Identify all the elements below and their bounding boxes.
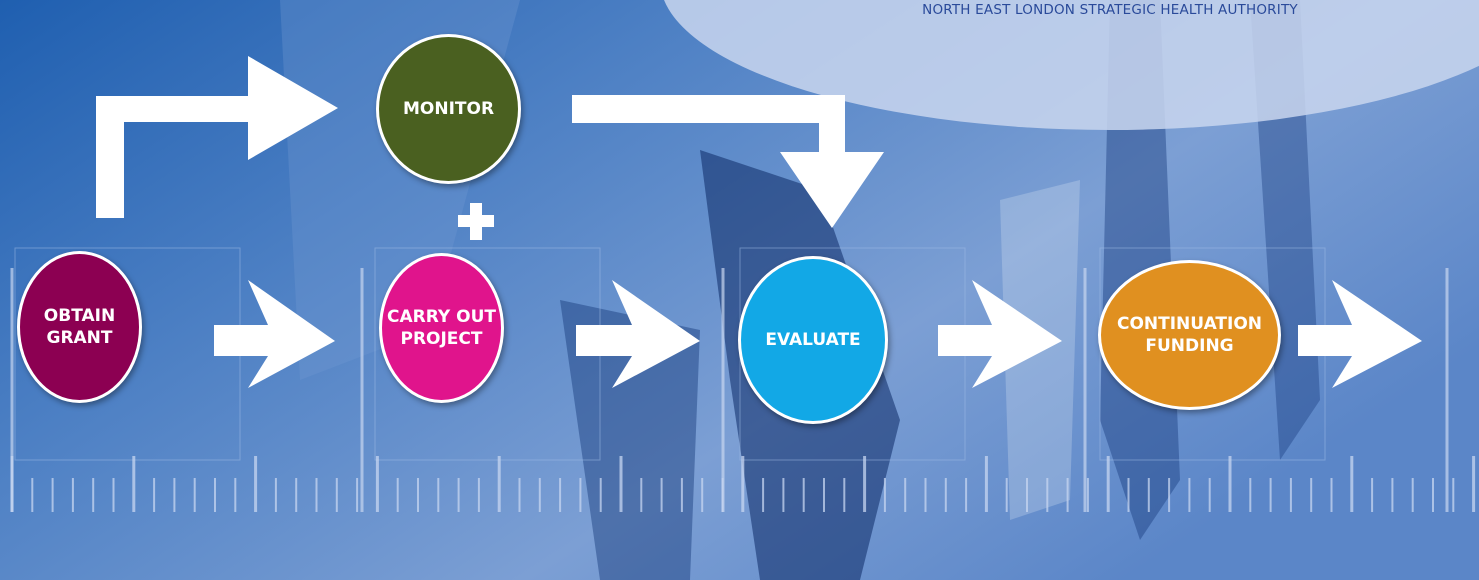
monitor-label: MONITOR (402, 99, 495, 119)
continuation-funding-label: CONTINUATION FUNDING (1116, 314, 1263, 356)
ruler-ticks (10, 268, 1476, 512)
monitor-node: MONITOR (376, 34, 521, 184)
plus-connector-h (458, 215, 494, 227)
flow-arrow-3 (938, 280, 1062, 388)
obtain-grant-label: OBTAIN GRANT (43, 306, 116, 348)
obtain-grant-node: OBTAIN GRANT (17, 251, 142, 403)
evaluate-label: EVALUATE (765, 330, 861, 350)
evaluate-node: EVALUATE (738, 256, 888, 424)
flow-arrow-4 (1298, 280, 1422, 388)
carry-out-project-node: CARRY OUT PROJECT (379, 253, 504, 403)
header-ellipse (664, 0, 1479, 130)
organisation-name: NORTH EAST LONDON STRATEGIC HEALTH AUTHO… (922, 2, 1298, 18)
elbow-arrow-to-evaluate (572, 95, 884, 228)
photo-shape (560, 300, 700, 580)
carry-out-project-label: CARRY OUT PROJECT (387, 307, 496, 349)
flow-arrow-1 (214, 280, 335, 388)
elbow-arrow-to-monitor (96, 56, 338, 218)
flow-arrow-2 (576, 280, 700, 388)
continuation-funding-node: CONTINUATION FUNDING (1098, 260, 1281, 410)
